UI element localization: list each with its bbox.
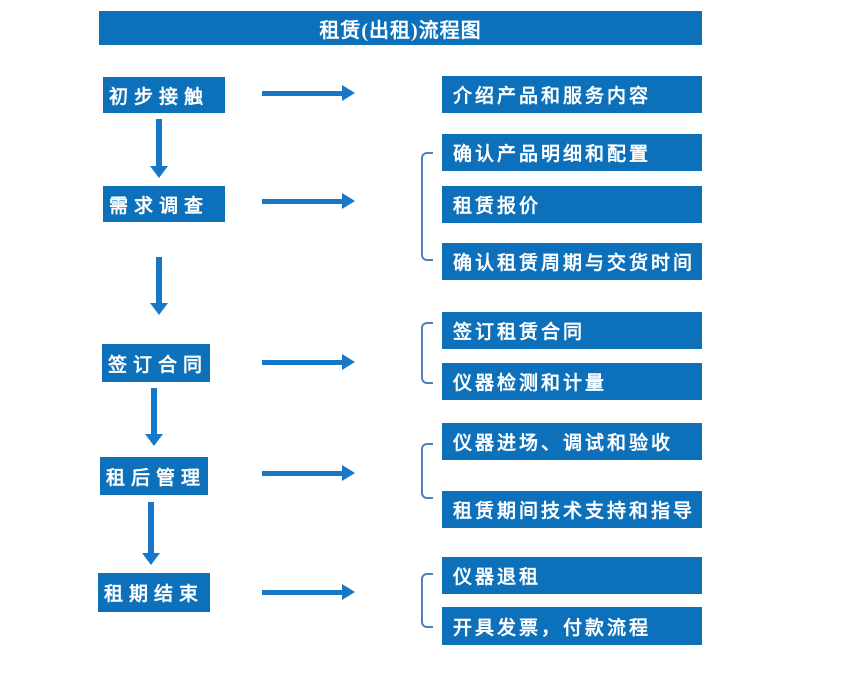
- arrow-right-post-rental: [262, 465, 355, 481]
- arrow-right-lease-end: [262, 584, 355, 600]
- flowchart-title: 租赁(出租)流程图: [99, 11, 702, 45]
- detail-box-rental-quote: 租赁报价: [442, 186, 702, 223]
- arrow-down-stage-4: [142, 502, 160, 565]
- stage-box-post-rental-management: 租后管理: [100, 457, 208, 495]
- detail-box-invoice-payment: 开具发票，付款流程: [442, 607, 702, 645]
- stage-box-initial-contact: 初步接触: [103, 77, 225, 113]
- stage-box-demand-survey: 需求调查: [103, 186, 225, 222]
- group-bracket-sign-contract: [421, 322, 433, 384]
- stage-box-lease-end: 租期结束: [98, 573, 210, 612]
- arrow-right-demand-survey: [262, 193, 355, 209]
- detail-box-confirm-product-details: 确认产品明细和配置: [442, 134, 702, 171]
- arrow-right-initial-contact: [262, 85, 355, 101]
- arrow-down-stage-2: [150, 257, 168, 315]
- group-bracket-post-rental: [421, 443, 433, 499]
- detail-box-confirm-rental-period: 确认租赁周期与交货时间: [442, 243, 702, 280]
- detail-box-instrument-return: 仪器退租: [442, 557, 702, 594]
- arrow-right-sign-contract: [262, 354, 355, 370]
- group-bracket-lease-end: [421, 573, 433, 628]
- detail-box-technical-support: 租赁期间技术支持和指导: [442, 491, 702, 528]
- detail-box-introduce-products: 介绍产品和服务内容: [442, 76, 702, 113]
- detail-box-sign-rental-contract: 签订租赁合同: [442, 312, 702, 349]
- detail-box-instrument-setup: 仪器进场、调试和验收: [442, 423, 702, 460]
- stage-box-sign-contract: 签订合同: [102, 344, 210, 382]
- group-bracket-demand-survey: [421, 152, 433, 261]
- arrow-down-stage-1: [150, 119, 168, 178]
- detail-box-instrument-inspection: 仪器检测和计量: [442, 363, 702, 400]
- arrow-down-stage-3: [145, 388, 163, 446]
